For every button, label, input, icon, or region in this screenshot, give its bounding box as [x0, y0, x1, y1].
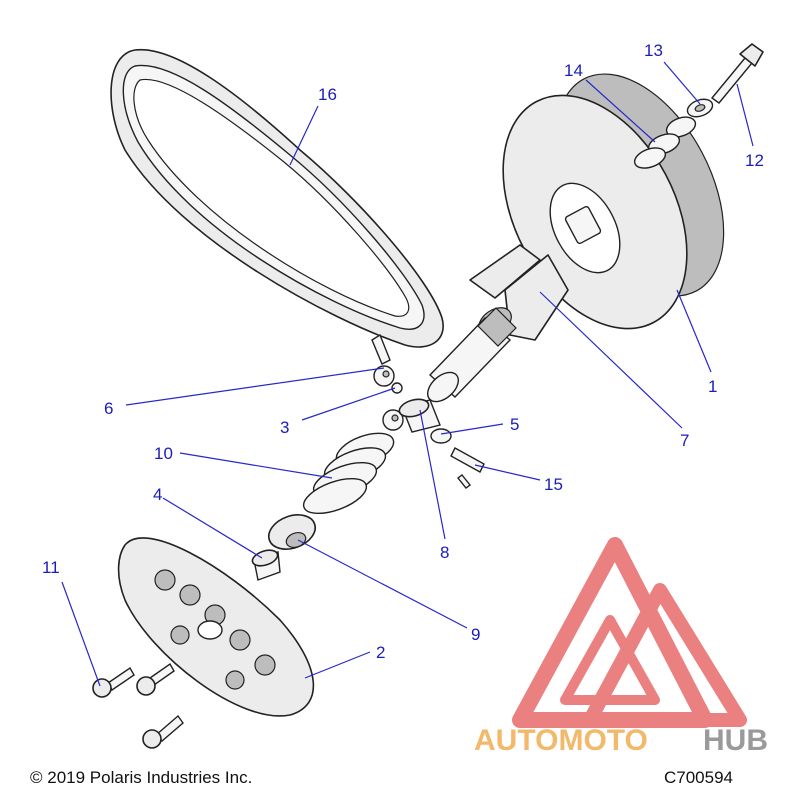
drive-belt-part — [110, 48, 444, 348]
bushing-part-4 — [251, 549, 281, 581]
bolt-part-11a — [92, 666, 135, 698]
roller-hole-3b — [391, 414, 399, 422]
callout-7: 7 — [680, 431, 689, 450]
callout-3: 3 — [280, 418, 289, 437]
watermark-brand-part1: AUTOMOTO — [474, 724, 648, 757]
callout-16: 16 — [318, 85, 337, 104]
shim-part-14c — [633, 147, 667, 169]
callout-10: 10 — [154, 444, 173, 463]
roller-pin-part-6 — [371, 333, 395, 387]
bolt-part-11c — [142, 714, 184, 749]
leader-lines — [61, 61, 754, 687]
spring-cup-part-9 — [267, 514, 317, 550]
bolt-part-12 — [710, 43, 764, 104]
moveable-sheave-part — [117, 537, 315, 717]
callout-11: 11 — [42, 558, 60, 577]
callout-13: 13 — [644, 41, 663, 60]
copyright-text: © 2019 Polaris Industries Inc. — [30, 768, 252, 787]
callout-4: 4 — [153, 485, 162, 504]
watermark-logo — [512, 537, 747, 728]
watermark-brand-part2: HUB — [703, 724, 768, 757]
washer-hole-13 — [694, 104, 706, 112]
callout-8: 8 — [440, 543, 449, 562]
bolt-part-11b — [136, 662, 175, 696]
roller-part-3 — [391, 382, 403, 394]
spring-part-10 — [302, 432, 395, 515]
diagram-code: C700594 — [664, 768, 733, 787]
callout-1: 1 — [708, 377, 717, 396]
callout-15: 15 — [544, 475, 563, 494]
callout-14: 14 — [564, 61, 583, 80]
callout-5: 5 — [510, 415, 519, 434]
shim-part-14a — [665, 116, 697, 138]
callout-6: 6 — [104, 399, 113, 418]
pin-part-15 — [450, 447, 485, 489]
callout-2: 2 — [376, 643, 385, 662]
spider-shaft-part — [427, 244, 569, 403]
callout-9: 9 — [471, 625, 480, 644]
spacer-part-5 — [430, 428, 452, 444]
callout-12: 12 — [745, 151, 764, 170]
